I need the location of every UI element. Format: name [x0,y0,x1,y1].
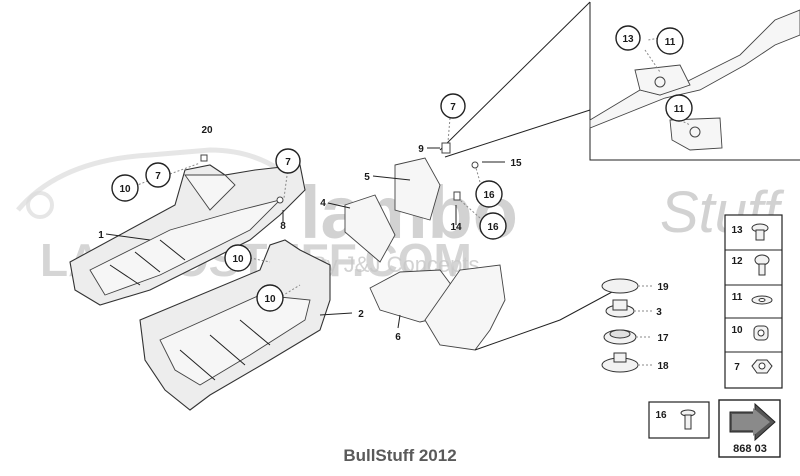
callout-10a: 10 [111,174,139,202]
label-17: 17 [657,333,669,344]
clip-nut-icon [753,325,769,341]
item-16-label: 16 [655,410,667,421]
part-1-center-tunnel [69,164,306,306]
screw-icon [751,223,769,241]
svg-text:11: 11 [674,104,685,115]
part-4-panel [344,194,396,263]
legend-item-0: 13 [731,225,743,236]
footer-credit: BullStuff 2012 [343,446,457,465]
hardware-stack [601,278,652,373]
label-14: 14 [450,222,462,233]
hex-nut-icon [751,359,773,374]
label-5: 5 [364,172,370,183]
legend-item-1: 12 [731,256,743,267]
part-6-floor-mats [369,264,613,351]
callout-11a: 11 [656,27,684,55]
item-16-box: 16 [648,401,710,439]
label-8: 8 [280,221,286,232]
callout-13a: 13 [615,25,641,51]
label-3: 3 [656,307,662,318]
svg-text:11: 11 [665,37,676,48]
label-20: 20 [201,125,213,136]
legend-item-3: 10 [731,325,743,336]
leader-lines [134,35,691,297]
diagram-code-box: 868 03 [718,399,781,458]
svg-text:7: 7 [285,157,291,168]
callout-10c: 10 [256,284,284,312]
callout-7b: 7 [275,148,301,174]
label-15: 15 [510,158,522,169]
part-5-panel [394,157,441,221]
label-4: 4 [320,198,326,209]
svg-text:10: 10 [119,184,131,195]
watermark-car-light [26,191,54,219]
washer-icon [751,295,773,305]
legend-item-4: 7 [734,362,740,373]
svg-text:16: 16 [483,190,495,201]
arrow-icon [729,402,776,442]
small-fasteners [200,142,479,204]
svg-text:13: 13 [622,34,634,45]
part-2-floor-tray [139,239,331,411]
watermark-tagline: By J&J Concepts [312,252,480,277]
label-6: 6 [395,332,401,343]
legend-item-2: 11 [732,292,743,303]
label-18: 18 [657,361,669,372]
detail-inset [439,1,800,161]
callout-16b: 16 [479,212,507,240]
label-1: 1 [98,230,104,241]
label-19: 19 [657,282,669,293]
bolt-icon [754,254,770,276]
callout-10b: 10 [224,244,252,272]
callout-7c: 7 [440,93,466,119]
label-2: 2 [358,309,364,320]
fastener-legend: 13 12 11 10 7 [724,214,783,389]
svg-text:7: 7 [155,171,161,182]
diagram-code: 868 03 [733,443,767,455]
watermark-car-outline [16,147,282,212]
svg-text:7: 7 [450,102,456,113]
label-leaders [105,147,505,329]
svg-text:10: 10 [232,254,244,265]
callout-11b: 11 [665,94,693,122]
svg-text:16: 16 [487,222,499,233]
svg-text:10: 10 [264,294,276,305]
callout-7a: 7 [145,162,171,188]
callout-16a: 16 [475,180,503,208]
push-clip-icon [680,409,696,430]
label-9: 9 [418,144,424,155]
